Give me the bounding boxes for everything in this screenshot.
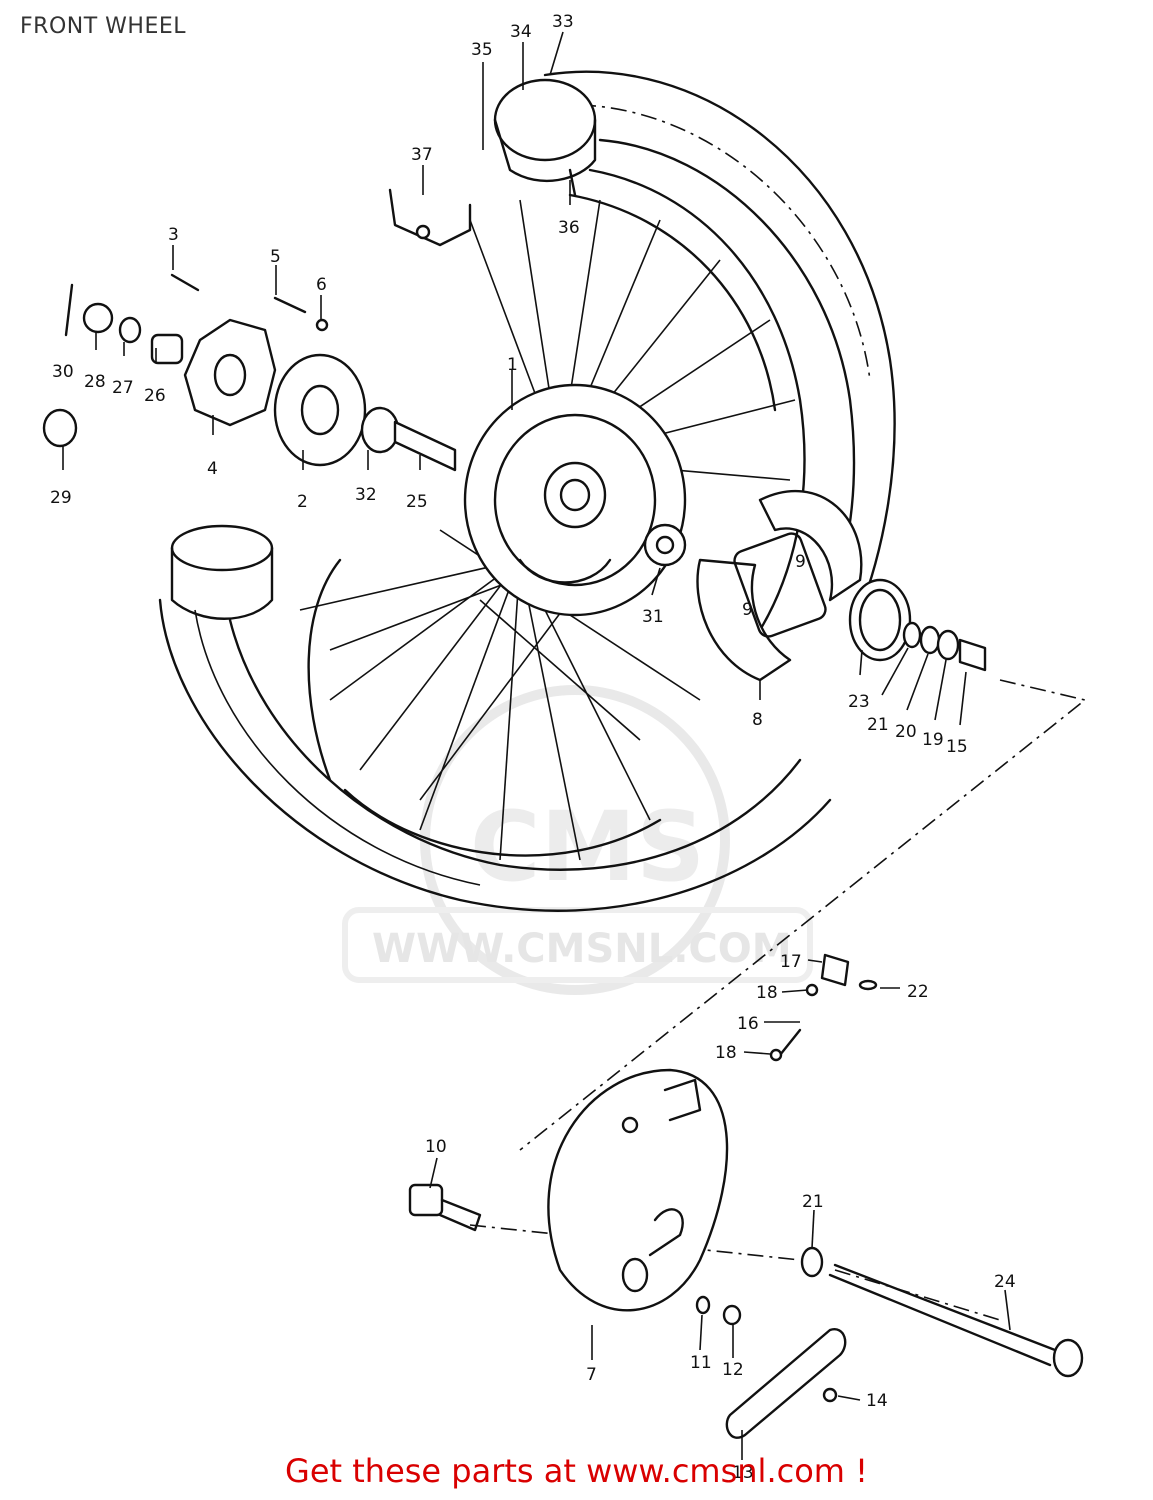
callout-label: 17 — [780, 952, 802, 972]
callout-label: 25 — [406, 492, 428, 512]
sprocket-4 — [183, 318, 277, 427]
callout-label: 21 — [867, 715, 889, 735]
nut-29 — [42, 408, 78, 448]
callout-label: 31 — [642, 607, 664, 627]
brake-disc-2 — [273, 353, 367, 467]
callout-label: 26 — [144, 386, 166, 406]
torque-arm-13 — [695, 1295, 847, 1439]
watermark-logo-letters: CMS — [470, 791, 705, 903]
tire-cut-top — [493, 78, 597, 183]
callout-label: 3 — [168, 225, 179, 245]
bracket-37 — [388, 188, 472, 247]
callout-label: 35 — [471, 40, 493, 60]
callout-label: 7 — [586, 1365, 597, 1385]
callout-label: 21 — [802, 1192, 824, 1212]
washers-26-28 — [82, 302, 184, 365]
callout-label: 30 — [52, 362, 74, 382]
rim — [307, 168, 806, 857]
tire — [158, 70, 896, 912]
spacer-31 — [643, 523, 687, 567]
bolt-10 — [408, 1183, 482, 1232]
brake-panel-7 — [547, 1068, 729, 1312]
callout-label: 2 — [297, 492, 308, 512]
callout-label: 16 — [737, 1014, 759, 1034]
callout-label: 23 — [848, 692, 870, 712]
page-title: FRONT WHEEL — [20, 14, 186, 39]
callout-label: 29 — [50, 488, 72, 508]
callout-label: 36 — [558, 218, 580, 238]
callout-label: 32 — [355, 485, 377, 505]
callout-label: 18 — [715, 1043, 737, 1063]
hub — [463, 383, 687, 617]
callout-label: 4 — [207, 459, 218, 479]
callout-label: 20 — [895, 722, 917, 742]
callout-label: 13 — [732, 1463, 754, 1483]
watermark-url: WWW.CMSNL.COM — [372, 926, 792, 972]
washer-21-lower — [800, 1246, 824, 1278]
brake-shoes — [696, 489, 863, 682]
callout-label: 10 — [425, 1137, 447, 1157]
callout-label: 27 — [112, 378, 134, 398]
callout-label: 37 — [411, 145, 433, 165]
callout-label: 19 — [922, 730, 944, 750]
pin-30 — [64, 283, 74, 337]
callout-label: 22 — [907, 982, 929, 1002]
collar-32-25 — [360, 406, 457, 472]
callout-label: 34 — [510, 22, 532, 42]
leader-lines — [62, 31, 1011, 1460]
valve-36 — [568, 168, 577, 197]
callout-label: 9 — [742, 600, 753, 620]
callout-label: 24 — [994, 1272, 1016, 1292]
footer-link-text[interactable]: Get these parts at www.cmsnl.com ! — [285, 1452, 868, 1490]
callout-label: 8 — [752, 710, 763, 730]
callout-label: 15 — [946, 737, 968, 757]
axle-24 — [828, 1263, 1084, 1378]
tire-cut-bottom — [170, 524, 274, 620]
bolts-3-5-6 — [170, 273, 329, 332]
right-bearing-set — [848, 578, 987, 672]
callout-label: 12 — [722, 1360, 744, 1380]
callout-label: 28 — [84, 372, 106, 392]
callout-labels: 33 34 35 36 37 3 5 6 30 28 27 26 4 29 2 … — [50, 12, 1016, 1483]
callout-label: 1 — [507, 355, 518, 375]
callout-label: 6 — [316, 275, 327, 295]
watermark: CMS WWW.CMSNL.COM — [342, 685, 813, 995]
callout-label: 14 — [866, 1391, 888, 1411]
callout-label: 18 — [756, 983, 778, 1003]
cam-lever-assembly — [769, 953, 878, 1062]
callout-label: 5 — [270, 247, 281, 267]
watermark-badge — [420, 685, 730, 995]
callout-label: 33 — [552, 12, 574, 32]
callout-label: 9 — [795, 552, 806, 572]
callout-label: 11 — [690, 1353, 712, 1373]
